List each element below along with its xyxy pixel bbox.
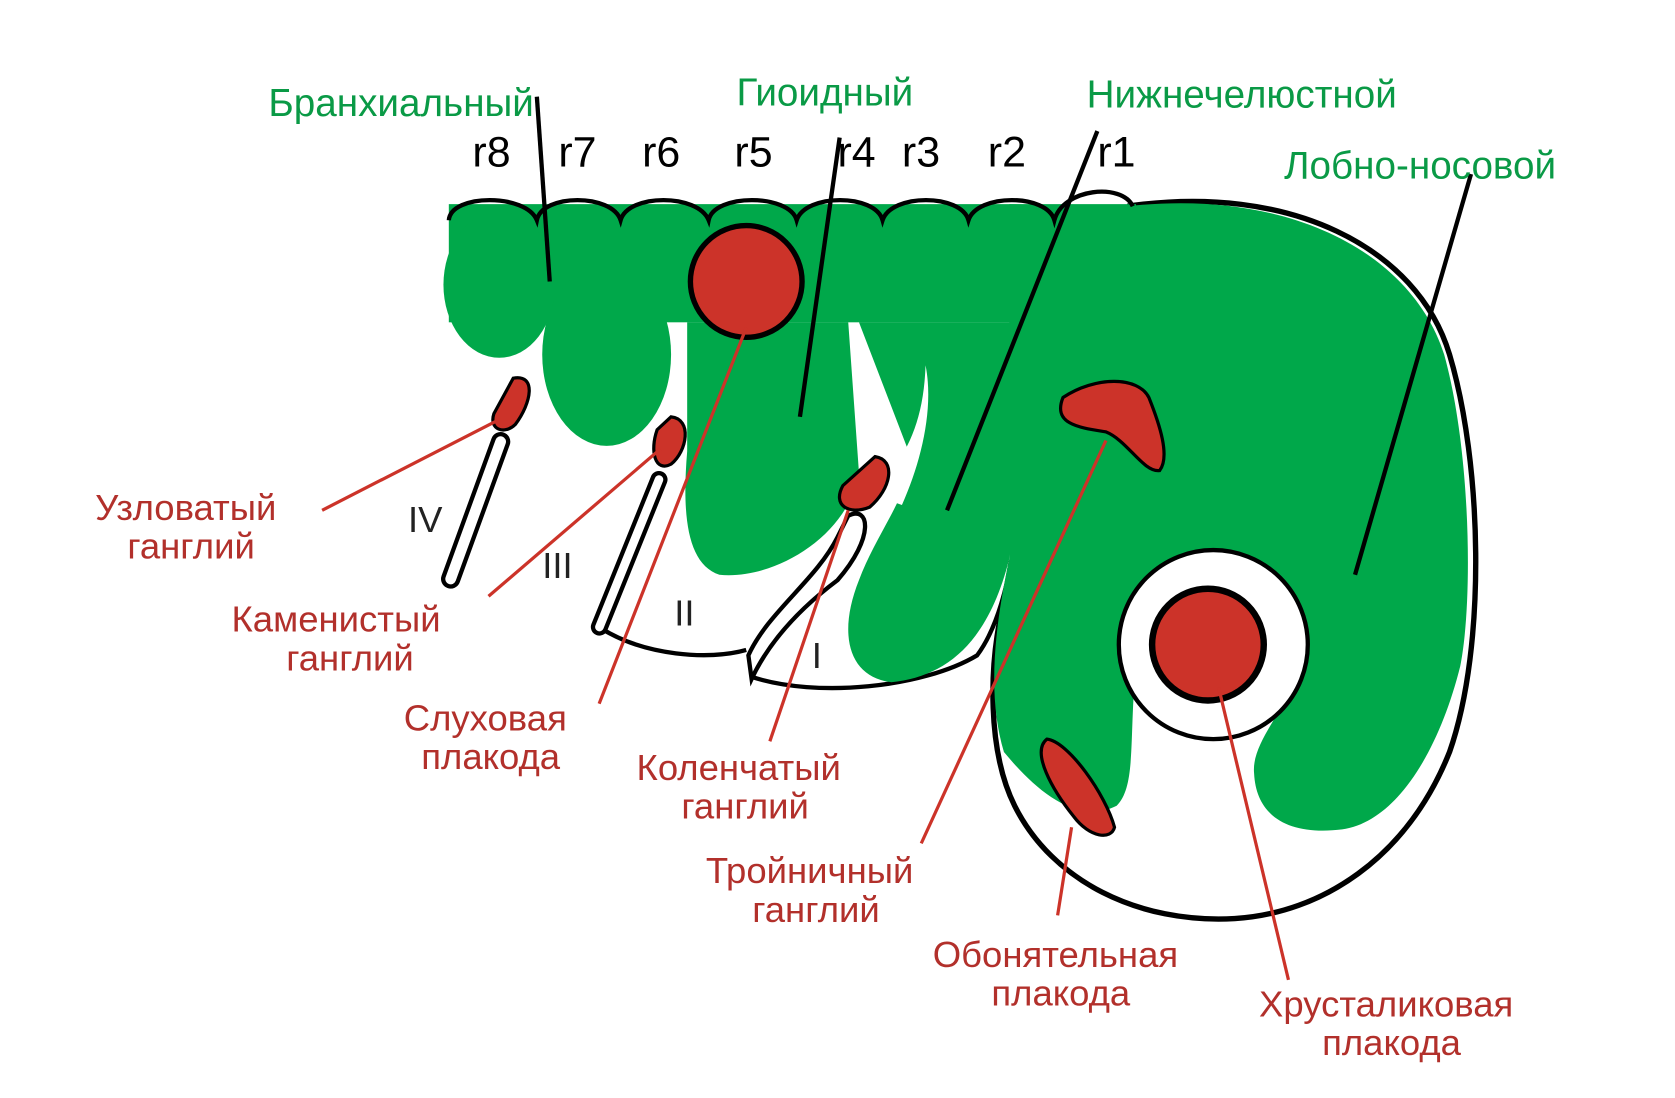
rhombomere-r3: r3 (902, 129, 940, 177)
label-petrosal-1: Каменистый (232, 599, 441, 640)
arch-numeral-iv: IV (408, 499, 443, 540)
label-nodose-1: Узловатый (95, 487, 276, 528)
geniculate-ganglion (837, 454, 891, 512)
label-lens-2: плакода (1322, 1022, 1461, 1063)
notch (871, 365, 929, 505)
label-otic-1: Слуховая (404, 698, 567, 739)
label-petrosal-2: ганглий (286, 637, 414, 678)
rhombomere-r6: r6 (642, 129, 680, 177)
arch-numeral-ii: II (674, 592, 694, 633)
label-olfactory-1: Обонятельная (933, 934, 1178, 975)
lens-placode (1148, 585, 1267, 704)
black-leader-lines (534, 96, 1474, 576)
label-frontonasal: Лобно-носовой (1284, 144, 1556, 187)
label-trigeminal-1: Тройничный (706, 850, 914, 891)
olfactory-placode (1039, 737, 1117, 837)
label-trigeminal-2: ганглий (752, 889, 880, 930)
rhombomere-r7: r7 (558, 129, 596, 177)
arch-bar-i (746, 511, 868, 687)
petrosal-ganglion (652, 415, 687, 468)
label-geniculate-1: Коленчатый (637, 747, 841, 788)
arch-bar-iii (590, 470, 668, 636)
rhombomere-r4: r4 (838, 129, 876, 177)
label-lens-1: Хрусталиковая (1259, 983, 1513, 1024)
rhombomere-r1: r1 (1097, 129, 1135, 177)
red-leader-lines (321, 327, 1291, 981)
arch-bar-iv (441, 432, 511, 589)
rhombomere-r2: r2 (988, 129, 1026, 177)
neural-tube-outline (446, 189, 1135, 229)
label-nodose-2: ганглий (127, 526, 255, 567)
rhombomere-r5: r5 (734, 129, 772, 177)
trigeminal-ganglion (1059, 379, 1166, 473)
label-hyoid: Гиоидный (737, 71, 914, 114)
arch-numeral-i: I (812, 635, 822, 676)
nodose-ganglion (491, 376, 531, 432)
otic-vesicle (687, 222, 805, 341)
green-tissue (443, 203, 1468, 831)
arch-numeral-iii: III (542, 545, 572, 586)
label-otic-2: плакода (421, 736, 560, 777)
label-geniculate-2: ганглий (681, 786, 809, 827)
label-mandibular: Нижнечелюстной (1087, 73, 1397, 116)
label-branchial: Бранхиальный (268, 82, 533, 125)
rhombomere-r8: r8 (472, 129, 510, 177)
label-olfactory-2: плакода (991, 973, 1130, 1014)
